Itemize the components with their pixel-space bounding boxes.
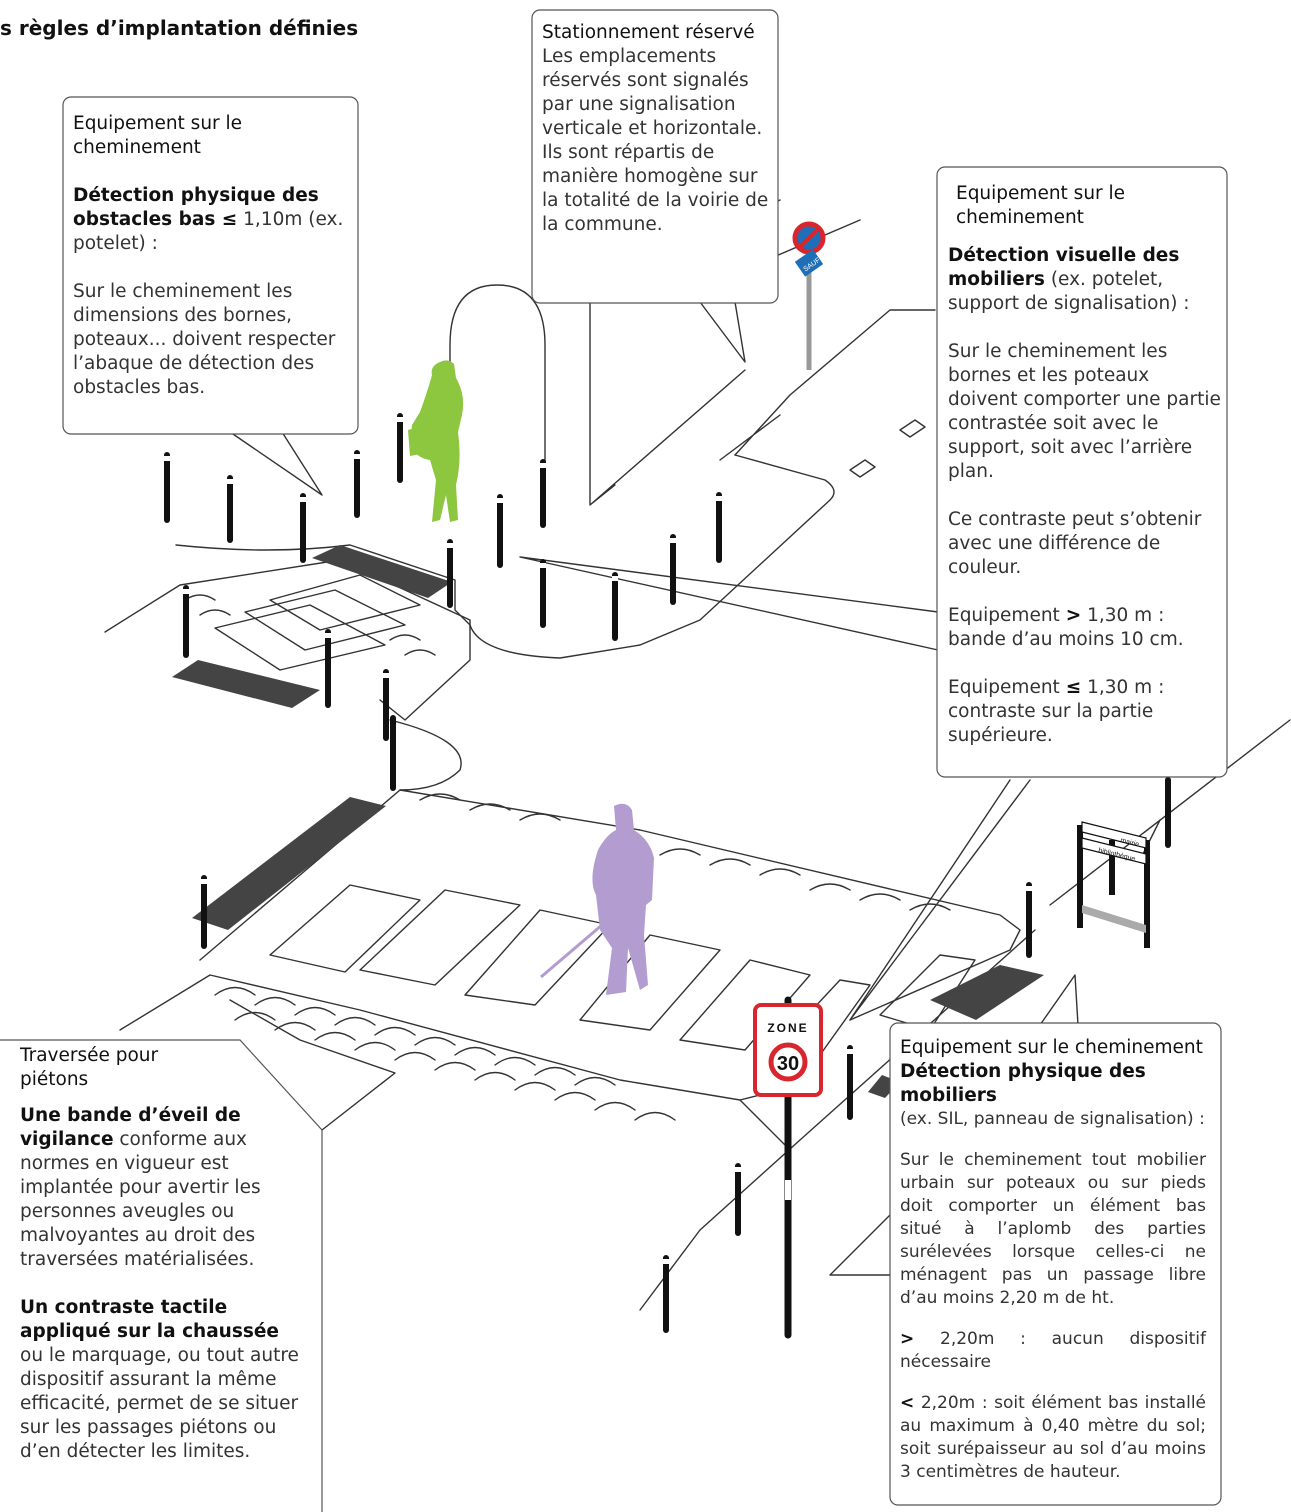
callout-lead-2: Un contraste tactile appliqué sur la cha… bbox=[20, 1297, 279, 1342]
callout-body-2: Ce contraste peut s’obtenir avec une dif… bbox=[948, 509, 1202, 578]
bollards bbox=[164, 413, 1171, 1333]
callout-body-2: ou le marquage, ou tout autre dispositif… bbox=[20, 1345, 299, 1462]
callout-lead: Détection visuelle des mobiliers bbox=[948, 245, 1180, 290]
parking-curb bbox=[719, 309, 936, 461]
callout-title: Equipement sur le cheminement bbox=[900, 1037, 1203, 1058]
callout-lead-rest: (ex. SIL, panneau de signalisation) : bbox=[900, 1109, 1205, 1129]
callout-body: Sur le cheminement tout mobilier urbain … bbox=[900, 1150, 1206, 1308]
callout-lead: Détection physique des mobiliers bbox=[900, 1061, 1146, 1106]
pointer-physique-left bbox=[829, 1214, 891, 1276]
callout-lead-rest: (ex. potelet, support de signalisation) … bbox=[948, 269, 1190, 314]
sil-label-top: mairie bbox=[1120, 837, 1140, 848]
bollard-caps bbox=[164, 417, 1032, 1264]
tactile-strip-upper-2 bbox=[172, 660, 320, 708]
callout-body: Les emplacements réservés sont signalés … bbox=[542, 46, 769, 235]
pedestrian-purple bbox=[592, 803, 654, 995]
tactile-strip-upper-1 bbox=[312, 545, 452, 598]
archway bbox=[449, 284, 546, 471]
pedestrian-green bbox=[410, 360, 464, 522]
tactile-strip-lower-right bbox=[930, 965, 1044, 1020]
callout-traversee: Traversée pour piétons Une bande d’éveil… bbox=[20, 1044, 302, 1464]
white-cane bbox=[540, 923, 603, 979]
zone-label: ZONE bbox=[767, 1021, 808, 1035]
callout-rule-above: Equipement > 1,30 m : bande d’au moins 1… bbox=[948, 605, 1184, 650]
middle-curb bbox=[389, 719, 462, 791]
parking-plate bbox=[794, 249, 824, 277]
page-heading: s règles d’implantation définies bbox=[0, 16, 359, 40]
pointer-physique-right bbox=[1039, 974, 1079, 1026]
callout-rule-above: > 2,20m : aucun dispositif nécessaire bbox=[900, 1329, 1206, 1372]
callout-box-traversee bbox=[0, 1039, 323, 1512]
callout-stationnement: Stationnement réservé Les emplacements r… bbox=[542, 21, 772, 237]
callout-box-obstacles bbox=[62, 96, 359, 435]
tactile-strip-lower-left bbox=[192, 797, 386, 930]
callout-detection-physique: Equipement sur le cheminement Détection … bbox=[900, 1036, 1206, 1484]
callout-rule-below: < 2,20m : soit élément bas installé au m… bbox=[900, 1393, 1206, 1482]
upper-curb bbox=[175, 454, 835, 659]
callout-rule-below: Equipement ≤ 1,30 m : contraste sur la p… bbox=[948, 677, 1165, 746]
pointer-obstacles bbox=[229, 431, 323, 496]
callout-box-visuelle bbox=[936, 166, 1228, 778]
callout-box-physique bbox=[889, 1022, 1222, 1506]
callout-lead-rest: 1,10m (ex. potelet) : bbox=[73, 209, 344, 254]
paving-pattern bbox=[184, 594, 951, 1121]
callout-body-1: conforme aux normes en vigueur est impla… bbox=[20, 1129, 261, 1270]
callout-detection-visuelle: Equipement sur le cheminement Détection … bbox=[948, 182, 1222, 748]
pointer-visuelle bbox=[519, 556, 939, 651]
speed-limit-value: 30 bbox=[777, 1053, 799, 1075]
callout-title: Stationnement réservé bbox=[542, 22, 755, 43]
callout-title: Traversée pour piétons bbox=[20, 1045, 159, 1090]
pointer-traversee bbox=[229, 999, 396, 1131]
callout-lead-1: Une bande d’éveil de vigilance bbox=[20, 1105, 241, 1150]
callout-lead: Détection physique des obstacles bas ≤ bbox=[73, 185, 319, 230]
callout-box-stationnement bbox=[531, 9, 779, 304]
callout-title: Equipement sur le cheminement bbox=[73, 113, 243, 158]
parking-bays bbox=[849, 419, 926, 478]
callout-title: Equipement sur le cheminement bbox=[956, 183, 1126, 228]
callout-obstacles-bas: Equipement sur le cheminement Détection … bbox=[73, 112, 348, 400]
pointer-sign-post bbox=[849, 779, 1031, 1021]
upper-crosswalk bbox=[104, 559, 471, 721]
lower-sidewalk bbox=[199, 789, 1021, 1021]
callout-body-1: Sur le cheminement les bornes et les pot… bbox=[948, 341, 1221, 482]
callout-body: Sur le cheminement les dimensions des bo… bbox=[73, 281, 336, 398]
pointer-stationnement bbox=[699, 301, 746, 363]
